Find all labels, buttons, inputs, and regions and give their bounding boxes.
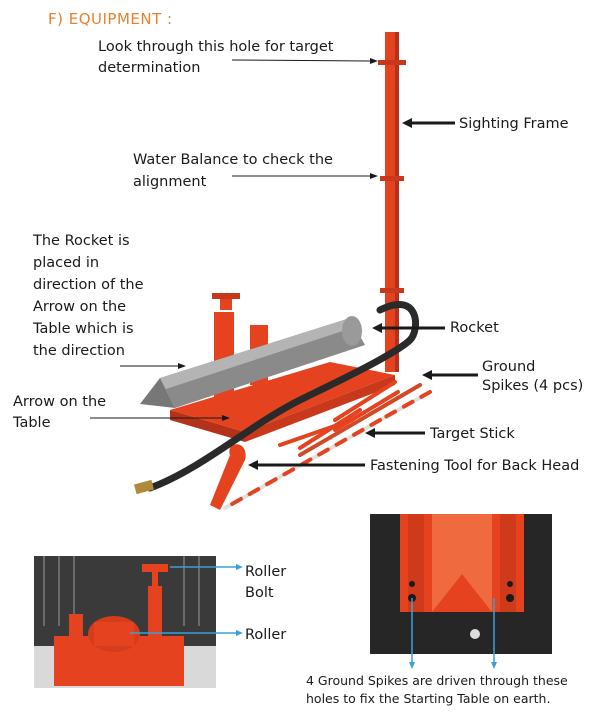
- rocket-desc-line3: direction of the: [33, 277, 144, 293]
- target-stick: [223, 383, 432, 510]
- roller-bolt-label-line2: Bolt: [245, 585, 274, 601]
- water-balance-label-line1: Water Balance to check the: [133, 152, 333, 168]
- spike-holes-photo: [370, 514, 552, 654]
- pointer-lines: [90, 58, 478, 470]
- ground-spikes: [278, 380, 400, 450]
- fastening-tool-label: Fastening Tool for Back Head: [370, 458, 580, 474]
- target-stick-label: Target Stick: [430, 426, 515, 442]
- rocket-desc-line1: The Rocket is: [33, 233, 130, 249]
- roller-bolt-label-line1: Roller: [245, 564, 287, 580]
- sighting-frame: [378, 32, 406, 372]
- section-heading: F) EQUIPMENT :: [48, 10, 173, 28]
- arrow-table-label-line1: Arrow on the: [13, 394, 107, 410]
- rocket-label: Rocket: [450, 320, 499, 336]
- roller-photo: [34, 556, 216, 688]
- rocket: [140, 316, 365, 408]
- rocket-desc-line2: placed in: [33, 255, 100, 271]
- roller-label: Roller: [245, 627, 287, 643]
- spikes-caption-line2: holes to fix the Starting Table on earth…: [306, 691, 551, 706]
- rocket-desc-line4: Arrow on the: [33, 299, 127, 315]
- water-balance-label-line2: alignment: [133, 174, 207, 190]
- hose: [146, 301, 419, 492]
- rocket-desc-line6: the direction: [33, 343, 125, 359]
- fastening-tool: [210, 444, 246, 510]
- ground-spikes-label-line2: Spikes (4 pcs): [482, 378, 584, 394]
- hole-label-line1: Look through this hole for target: [98, 39, 334, 55]
- hole-label-line2: determination: [98, 60, 201, 76]
- sighting-frame-label: Sighting Frame: [459, 116, 569, 132]
- ground-spikes-label-line1: Ground: [482, 359, 536, 375]
- spikes-caption-line1: 4 Ground Spikes are driven through these: [306, 673, 568, 688]
- rocket-desc-line5: Table which is: [33, 321, 134, 337]
- arrow-table-label-line2: Table: [13, 415, 51, 431]
